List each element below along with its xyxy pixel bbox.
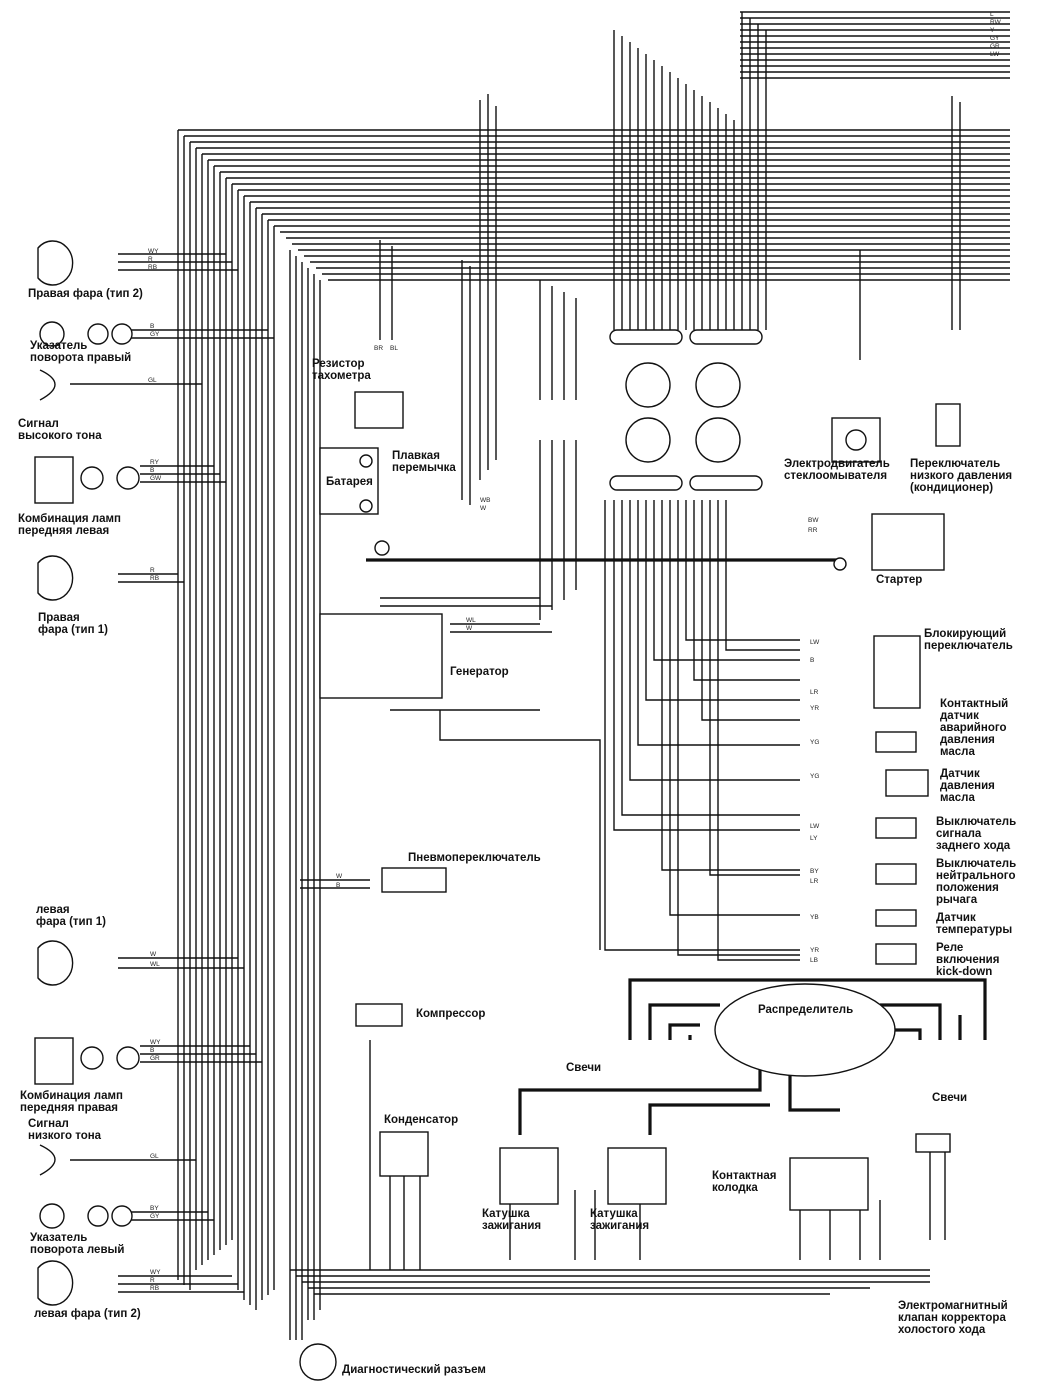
label-headlight-right-type2: Правая фара (тип 2) [28,288,143,300]
wire-code: WY [150,1039,161,1046]
wire-code: WY [150,1269,161,1276]
label-reverse-switch: Выключатель сигнала заднего хода [936,816,1017,852]
wire-code: RB [150,1285,159,1292]
label-combo-lamp-front-right: Комбинация ламп передняя правая [20,1090,123,1114]
label-kickdown-relay: Реле включения kick-down [936,942,1000,978]
label-pneumo-switch: Пневмопереключатель [408,852,541,864]
label-turn-right: Указатель поворота правый [30,340,132,364]
wire-code: RB [148,264,157,271]
wire-code: W [336,873,343,880]
wire-code: BY [810,868,819,875]
label-tach-resistor: Резистор тахометра [312,358,371,382]
label-horn-high: Сигнал высокого тона [18,418,102,442]
wire-code: WB [480,497,490,504]
wire-code: B [150,467,154,474]
wire-code-labels: WY R RB B GY GL RY B GW R RB W WL WY B G… [148,11,1002,1292]
wire-code: WL [466,617,476,624]
label-condenser: Конденсатор [384,1114,459,1126]
wire-code: B [336,882,340,889]
label-fusible-link: Плавкая перемычка [392,450,456,474]
connector-blocks [609,329,763,491]
wire-code: GY [150,331,160,338]
label-inhibitor-switch: Блокирующий переключатель [924,628,1013,652]
wire-code: GY [990,35,1000,42]
right-components [831,403,961,965]
wire-code: YB [810,914,819,921]
label-compressor: Компрессор [416,1008,486,1020]
label-turn-left: Указатель поворота левый [30,1232,125,1256]
wire-code: BW [808,517,819,524]
label-headlight-right-type1: Правая фара (тип 1) [38,612,108,636]
wire-code: LW [990,51,1000,58]
wire-code: Y [990,27,995,34]
wire-code: YG [810,773,819,780]
label-generator: Генератор [450,666,509,678]
high-voltage-leads [518,978,987,1135]
label-diag-connector: Диагностический разъем [342,1364,486,1376]
wire-code: R [150,1277,155,1284]
label-spark-plugs-1: Свечи [566,1062,602,1074]
wire-code: BY [150,1205,159,1212]
wire-code: WY [148,248,159,255]
wire-code: L [990,11,994,18]
wire-code: GL [148,377,157,384]
wire-code: GY [150,1213,160,1220]
wire-code: B [150,323,154,330]
wire-harness [70,11,1010,1340]
wire-code: YG [810,739,819,746]
wire-code: RR [808,527,818,534]
label-oil-pressure-sensor: Датчик давления масла [940,768,995,804]
wire-code: R [148,256,153,263]
left-components [34,240,140,1306]
wire-code: LR [810,689,819,696]
label-horn-low: Сигнал низкого тона [28,1118,102,1142]
wire-code: B [810,657,814,664]
wire-code: LW [810,823,820,830]
wire-code: LW [810,639,820,646]
wire-code: W [150,951,157,958]
label-combo-lamp-front-left: Комбинация ламп передняя левая [18,513,121,537]
wire-code: RB [150,575,159,582]
wire-code: GR [150,1055,160,1062]
label-washer-motor: Электродвигатель стеклоомывателя [784,458,890,482]
wire-code: B [150,1047,154,1054]
label-distributor: Распределитель [758,1004,854,1016]
label-starter: Стартер [876,574,923,586]
wire-code: GW [150,475,162,482]
wire-code: BR [374,345,383,352]
wire-code: R [150,567,155,574]
wire-code: LY [810,835,818,842]
label-battery: Батарея [326,476,373,488]
wire-code: RY [150,459,160,466]
label-contact-block: Контактная колодка [712,1170,777,1194]
wire-code: BL [390,345,398,352]
wire-code: YR [810,947,819,954]
label-oil-emergency-sensor: Контактный датчик аварийного давления ма… [940,698,1009,758]
wire-code: GL [150,1153,159,1160]
wire-code: W [480,505,487,512]
wire-code: WL [150,961,160,968]
label-neutral-switch: Выключатель нейтрального положения рычаг… [936,858,1017,906]
label-headlight-left-type2: левая фара (тип 2) [34,1308,141,1320]
label-spark-plugs-2: Свечи [932,1092,968,1104]
label-ignition-coil-2: Катушка зажигания [590,1208,650,1232]
wire-code: LB [810,957,818,964]
label-temp-sensor: Датчик температуры [936,912,1013,936]
wire-code: W [466,625,473,632]
label-headlight-left-type1: левая фара (тип 1) [36,904,106,928]
wire-code: RW [990,19,1002,26]
label-idle-valve: Электромагнитный клапан корректора холос… [898,1300,1008,1336]
label-low-pressure-switch: Переключатель низкого давления (кондицио… [910,458,1013,494]
wire-code: YR [810,705,819,712]
middle-components [299,391,951,1381]
wire-code: LR [810,878,819,885]
wire-code: GR [990,43,1000,50]
label-ignition-coil-1: Катушка зажигания [482,1208,542,1232]
